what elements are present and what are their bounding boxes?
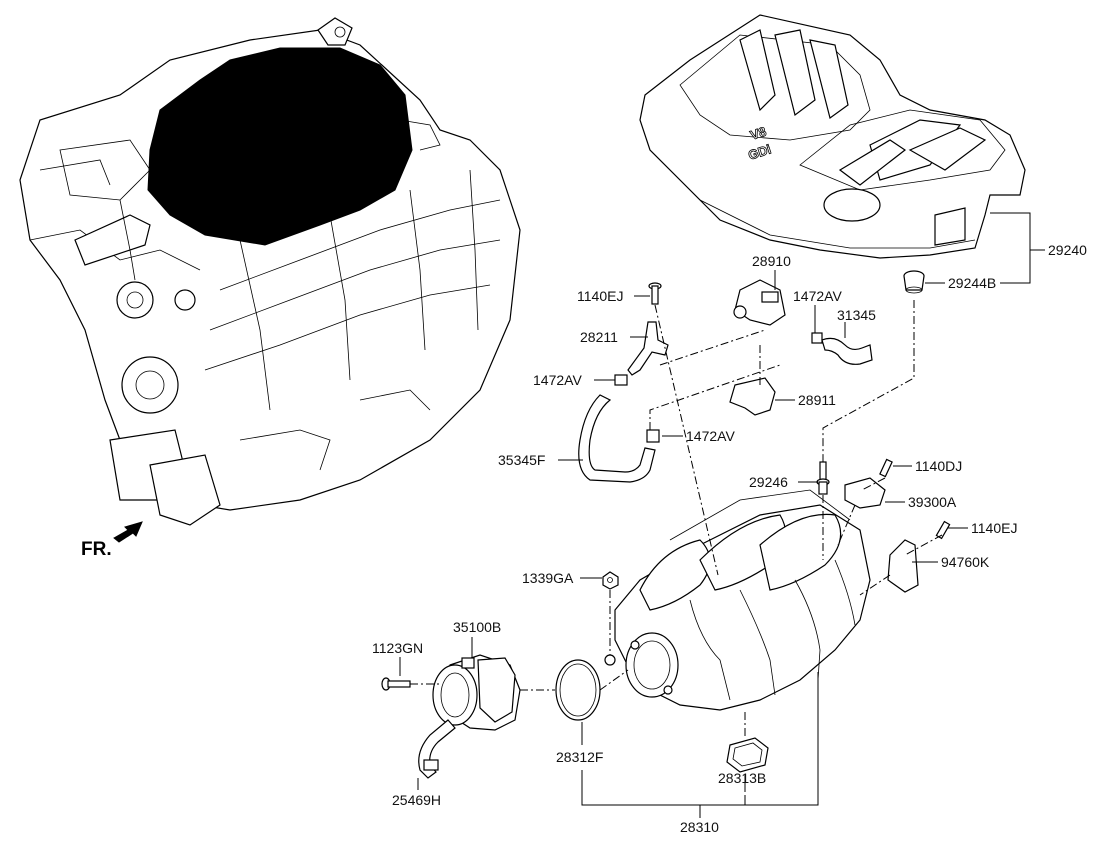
label-29240: 29240 bbox=[1048, 242, 1087, 258]
label-1472AV-c: 1472AV bbox=[686, 428, 735, 444]
label-1140EJ-a: 1140EJ bbox=[577, 288, 623, 304]
label-28211: 28211 bbox=[580, 329, 618, 345]
label-31345: 31345 bbox=[837, 307, 876, 323]
label-39300A: 39300A bbox=[908, 494, 957, 510]
gasket-28313B bbox=[726, 737, 769, 773]
label-28312F: 28312F bbox=[556, 749, 603, 765]
label-1472AV-b: 1472AV bbox=[533, 372, 582, 388]
label-35100B: 35100B bbox=[453, 619, 501, 635]
emblem-v8: V8 bbox=[748, 124, 768, 143]
label-35345F: 35345F bbox=[498, 452, 545, 468]
clamp-1472AV-right bbox=[811, 332, 823, 344]
emblem-gdi: GDi bbox=[746, 141, 773, 162]
bracket-28911 bbox=[729, 377, 776, 416]
leader-lines bbox=[399, 212, 1045, 818]
hose-31345 bbox=[821, 337, 873, 365]
masked-area bbox=[147, 47, 413, 246]
pipe-28211 bbox=[627, 321, 669, 376]
bolt-1123GN bbox=[381, 677, 411, 691]
clamp-25469H bbox=[423, 759, 439, 771]
label-25469H: 25469H bbox=[392, 792, 441, 808]
label-29246: 29246 bbox=[749, 474, 788, 490]
label-1140EJ-b: 1140EJ bbox=[971, 520, 1017, 536]
label-28310: 28310 bbox=[680, 819, 719, 835]
grommet-29244B bbox=[903, 270, 925, 294]
hose-35345F bbox=[578, 394, 656, 483]
throttle-body-35100B bbox=[432, 654, 521, 731]
intake-manifold-28310 bbox=[604, 489, 871, 711]
nut-1339GA bbox=[602, 571, 619, 590]
front-marker-text: FR. bbox=[81, 539, 112, 560]
label-28910: 28910 bbox=[752, 253, 791, 269]
bolt-1140EJ-top bbox=[648, 282, 662, 305]
label-28911: 28911 bbox=[798, 392, 836, 408]
part-labels: 29240 29244B 28910 1472AV 31345 1140EJ 2… bbox=[372, 242, 1087, 835]
bolt-1140DJ bbox=[879, 458, 893, 478]
bolt-1140EJ-right bbox=[935, 520, 951, 540]
front-direction-marker: FR. bbox=[81, 521, 143, 560]
valve-28910 bbox=[733, 279, 786, 326]
stud-29246 bbox=[816, 461, 830, 495]
label-1339GA: 1339GA bbox=[522, 570, 574, 586]
bracket-94760K bbox=[887, 539, 919, 593]
sensor-39300A bbox=[844, 477, 886, 509]
label-29244B: 29244B bbox=[948, 275, 996, 291]
front-arrow-icon bbox=[113, 521, 143, 543]
gasket-28312F bbox=[555, 659, 601, 721]
label-1123GN: 1123GN bbox=[372, 640, 423, 656]
label-94760K: 94760K bbox=[941, 554, 990, 570]
label-1472AV-a: 1472AV bbox=[793, 288, 842, 304]
label-28313B: 28313B bbox=[718, 770, 766, 786]
clamp-1472AV-left bbox=[614, 374, 628, 386]
engine-block bbox=[19, 17, 521, 526]
label-1140DJ: 1140DJ bbox=[915, 458, 962, 474]
engine-cover: V8 GDi bbox=[639, 14, 1026, 259]
assembly-lines bbox=[410, 300, 943, 738]
clamp-1472AV-lower bbox=[646, 429, 660, 443]
